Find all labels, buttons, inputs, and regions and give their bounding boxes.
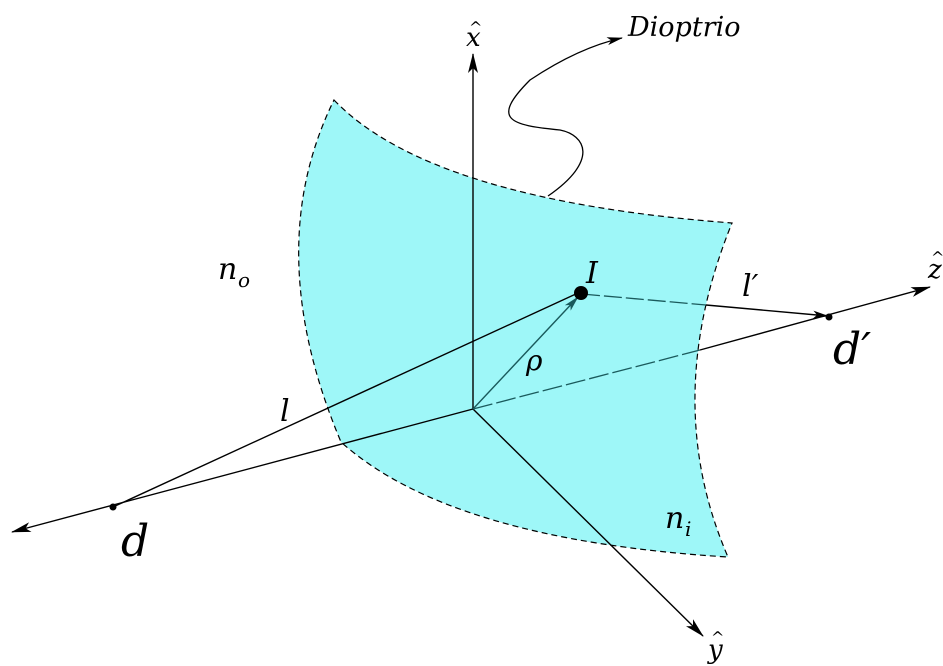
svg-text:n: n — [218, 252, 237, 287]
svg-text:^: ^ — [469, 18, 482, 37]
l-label: l — [280, 394, 290, 429]
z-axis-label: z ^ — [927, 248, 943, 285]
n-inside-label: n i — [665, 501, 691, 541]
point-I-label: I — [585, 256, 599, 291]
y-axis-label: y ^ — [707, 628, 724, 665]
optical-axis-hidden — [472, 349, 701, 410]
point-I-dot — [574, 286, 588, 300]
dioptrio-pointer — [508, 37, 623, 197]
dioptre-surface — [298, 98, 733, 558]
svg-text:y: y — [707, 635, 723, 665]
svg-text:^: ^ — [711, 628, 724, 647]
svg-text:o: o — [238, 268, 250, 292]
svg-text:^: ^ — [931, 248, 943, 267]
ray-l-prime-hidden — [581, 293, 707, 306]
point-d-dot — [109, 503, 117, 511]
d-label: d — [121, 516, 149, 567]
rho-label: ρ — [525, 344, 543, 377]
svg-text:n: n — [665, 501, 684, 536]
svg-text:i: i — [685, 517, 691, 541]
z-axis — [699, 286, 931, 351]
dioptrio-label: Dioptrio — [627, 12, 740, 43]
optical-axis-left — [11, 408, 474, 533]
rho-vector — [472, 296, 579, 410]
svg-text:z: z — [927, 255, 942, 285]
y-axis — [472, 408, 704, 637]
ray-l — [112, 292, 579, 508]
x-axis-label: x ^ — [466, 18, 482, 53]
d-prime-label: d′ — [833, 324, 871, 375]
point-d-prime-dot — [825, 313, 833, 321]
n-outside-label: n o — [218, 252, 250, 292]
l-prime-label: l′ — [742, 269, 759, 304]
svg-text:x: x — [466, 23, 481, 53]
ray-l-prime — [705, 304, 829, 319]
